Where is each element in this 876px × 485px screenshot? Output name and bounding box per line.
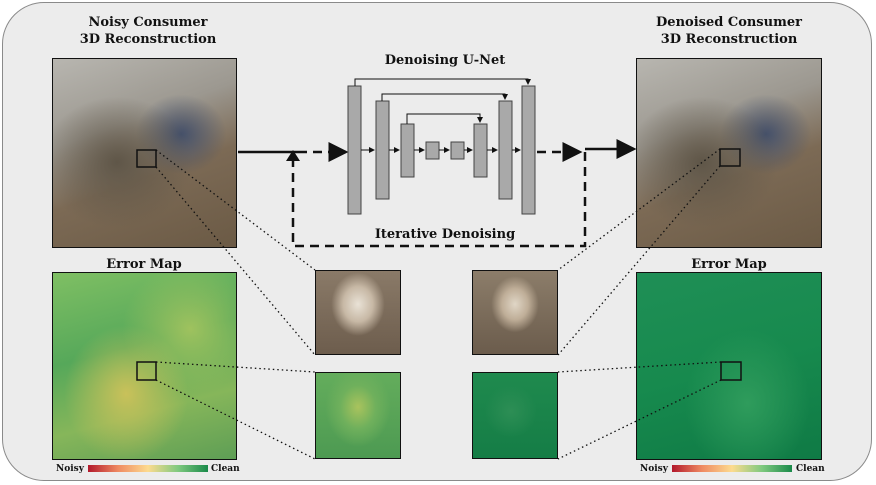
noisy-zoom-crop (315, 270, 401, 355)
unet-decoder-block-3 (473, 123, 488, 178)
zoom-connectors (155, 148, 722, 460)
colorbar-left (88, 465, 208, 472)
unet-encoder-block-2 (375, 100, 390, 200)
iterative-denoising-label: Iterative Denoising (374, 227, 516, 242)
colorbar-left-low-label: Noisy (56, 464, 84, 474)
noisy-reconstruction-image (52, 58, 237, 248)
unet-bottleneck-block-1 (425, 141, 440, 160)
denoised-highlight-box (719, 148, 741, 167)
iterative-loop-path (291, 152, 587, 248)
unet-encoder-block-3 (400, 123, 415, 178)
left-title-line2: 3D Reconstruction (79, 32, 217, 47)
noisy-highlight-box (136, 149, 157, 168)
colorbar-left-high-label: Clean (211, 464, 240, 474)
error-map-right-label: Error Map (691, 257, 767, 272)
unet-encoder-block-1 (347, 85, 362, 215)
left-title: Noisy Consumer 3D Reconstruction (52, 14, 244, 48)
denoised-error-highlight-box (720, 361, 742, 381)
colorbar-right-low-label: Noisy (640, 464, 668, 474)
right-title: Denoised Consumer 3D Reconstruction (624, 14, 834, 48)
error-map-left-label: Error Map (106, 257, 182, 272)
unet-label: Denoising U-Net (384, 53, 506, 68)
unet-blocks (347, 85, 536, 215)
noisy-error-map-image (52, 272, 237, 460)
noisy-error-zoom-crop (315, 372, 401, 459)
colorbar-right (672, 465, 792, 472)
colorbar-right-high-label: Clean (796, 464, 825, 474)
iterative-loop-arrowhead (286, 150, 300, 161)
right-title-line1: Denoised Consumer (656, 15, 802, 30)
unet-bottleneck-block-2 (450, 141, 465, 160)
unet-decoder-block-1 (521, 85, 536, 215)
denoised-zoom-crop (472, 270, 558, 355)
left-title-line1: Noisy Consumer (88, 15, 208, 30)
denoised-error-map-image (636, 272, 822, 460)
unet-decoder-block-2 (498, 100, 513, 200)
noisy-error-highlight-box (136, 361, 157, 381)
unet-skip-connections (354, 78, 531, 124)
denoised-reconstruction-image (636, 58, 822, 248)
denoised-error-zoom-crop (472, 372, 558, 459)
right-title-line2: 3D Reconstruction (660, 32, 798, 47)
